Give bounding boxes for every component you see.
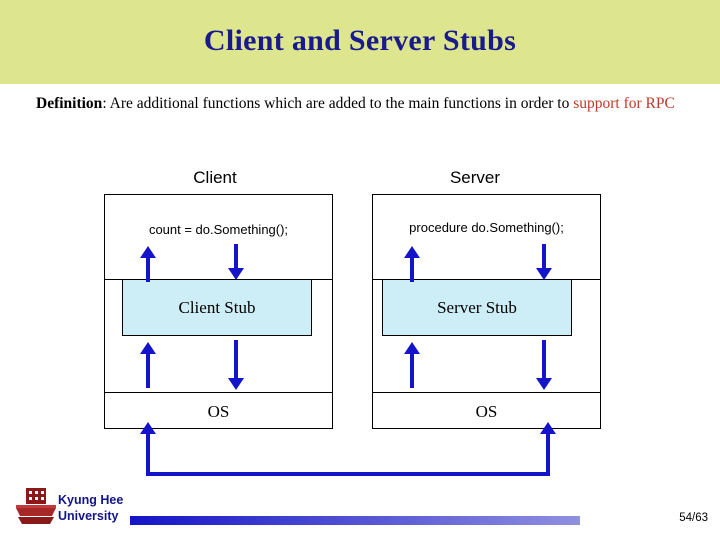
definition-paragraph: Definition: Are additional functions whi… <box>36 93 696 115</box>
server-code-text: procedure do.Something(); <box>409 220 564 235</box>
definition-lead: Definition <box>36 95 103 112</box>
arrow-client-stub-to-os-shaft <box>234 340 238 380</box>
arrow-server-code-to-stub-head <box>536 268 552 280</box>
definition-highlight: support for RPC <box>573 95 675 112</box>
arrow-client-code-to-stub-head <box>228 268 244 280</box>
arrow-client-os-to-stub-head <box>140 342 156 354</box>
client-column-header: Client <box>193 168 237 187</box>
arrow-server-os-to-stub-head <box>404 342 420 354</box>
university-name: Kyung Hee University <box>58 492 123 525</box>
university-name-line1: Kyung Hee <box>58 493 124 507</box>
server-separator-bottom <box>372 392 601 393</box>
client-os-label: OS <box>207 402 230 421</box>
network-link-right-vertical <box>546 432 550 476</box>
network-link-horizontal <box>146 472 550 476</box>
arrow-server-code-to-stub-shaft <box>542 244 546 270</box>
footer-gradient-bar <box>130 516 580 525</box>
server-column-header: Server <box>449 168 501 187</box>
arrow-client-os-to-stub-shaft <box>146 352 150 388</box>
arrow-client-stub-to-code-head <box>140 246 156 258</box>
network-link-left-vertical <box>146 432 150 476</box>
page-title: Client and Server Stubs <box>203 24 517 57</box>
client-code-text: count = do.Something(); <box>148 222 289 237</box>
network-link-left-arrowhead <box>140 422 156 434</box>
arrow-client-code-to-stub-shaft <box>234 244 238 270</box>
page-number: 54/63 <box>679 512 708 524</box>
server-os-label: OS <box>475 402 498 421</box>
university-name-line2: University <box>58 509 119 524</box>
arrow-server-stub-to-code-head <box>404 246 420 258</box>
arrow-server-stub-to-os-shaft <box>542 340 546 380</box>
title-banner <box>0 0 720 84</box>
stub-diagram: Client Server count = do.Something(); pr… <box>0 160 720 480</box>
server-stack-box <box>372 194 601 429</box>
arrow-server-stub-to-os-head <box>536 378 552 390</box>
arrow-server-os-to-stub-shaft <box>410 352 414 388</box>
arrow-client-stub-to-os-head <box>228 378 244 390</box>
client-separator-bottom <box>104 392 333 393</box>
network-link-right-arrowhead <box>540 422 556 434</box>
server-stub-box: Server Stub <box>382 279 572 336</box>
arrow-client-stub-to-code-shaft <box>146 256 150 282</box>
client-stub-box: Client Stub <box>122 279 312 336</box>
definition-body: : Are additional functions which are add… <box>102 95 574 112</box>
arrow-server-stub-to-code-shaft <box>410 256 414 282</box>
university-logo-icon <box>16 488 56 524</box>
client-stack-box <box>104 194 333 429</box>
